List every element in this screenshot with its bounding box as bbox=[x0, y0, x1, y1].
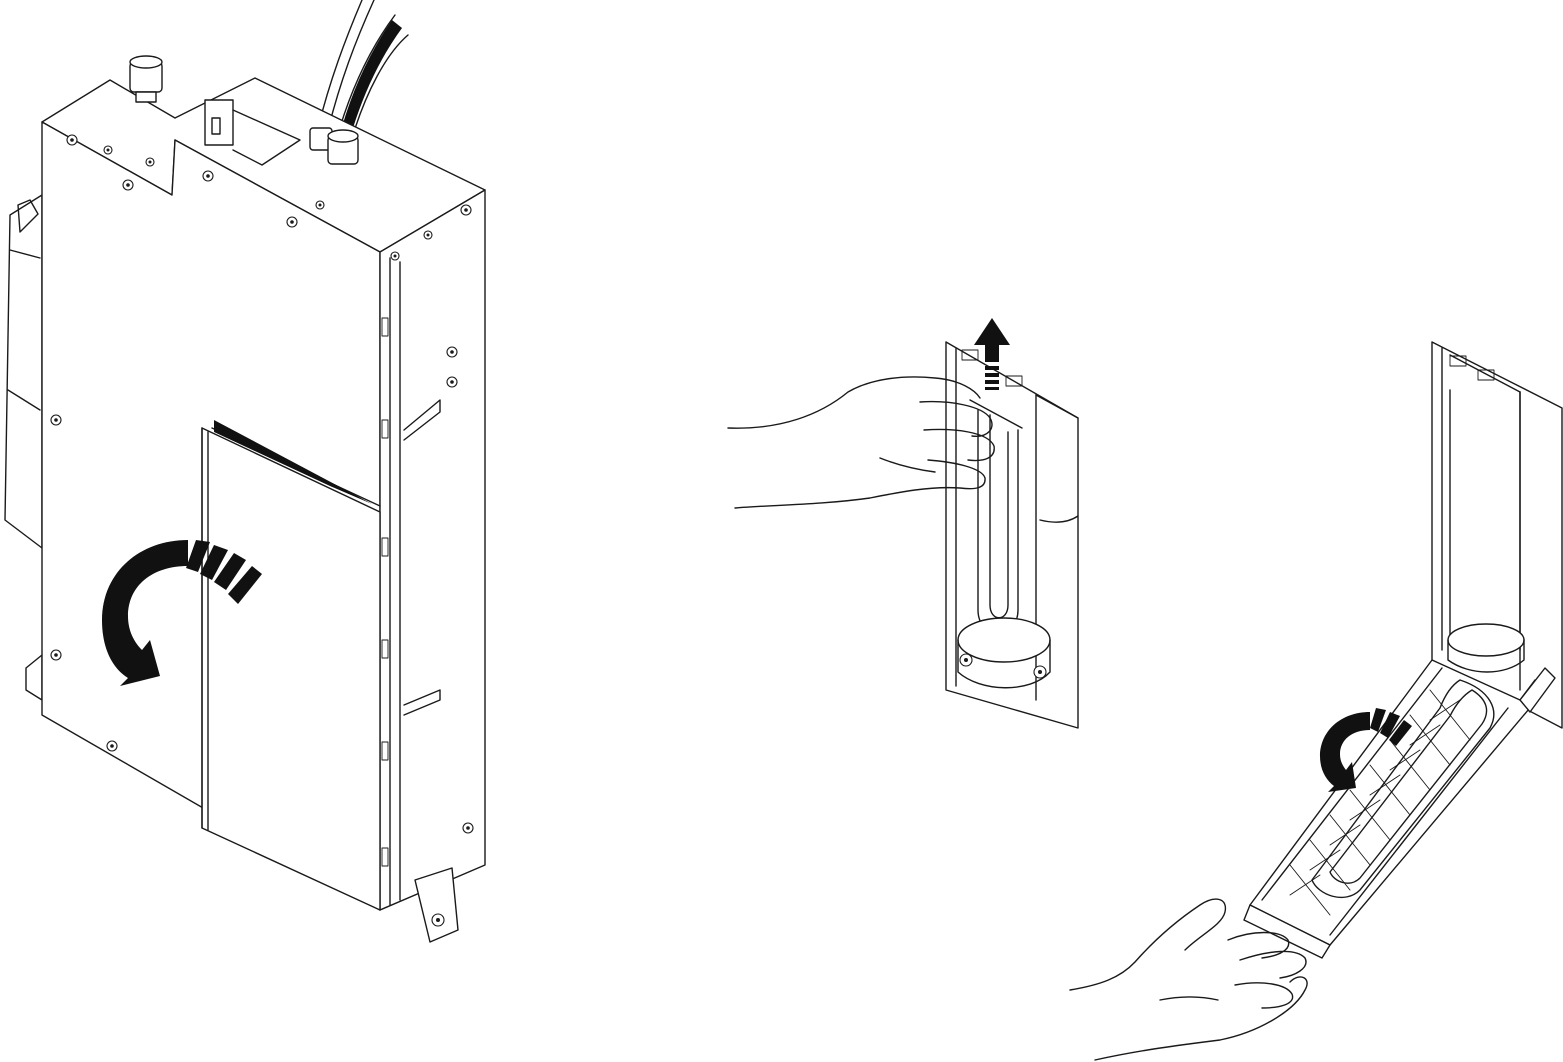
enclosure-side-face bbox=[379, 189, 486, 911]
panel-3-swing-out bbox=[1069, 341, 1563, 1061]
side-bracket-left bbox=[4, 194, 43, 549]
cable-gland bbox=[309, 127, 359, 165]
hand-supporting bbox=[1069, 898, 1308, 1061]
module-base bbox=[957, 617, 1051, 689]
up-arrow-icon bbox=[974, 318, 1010, 390]
front-screws bbox=[50, 134, 298, 752]
side-screws bbox=[315, 200, 474, 834]
front-cover bbox=[201, 427, 381, 911]
cable-bundle bbox=[317, 0, 409, 139]
swing-frame bbox=[1243, 659, 1556, 959]
curved-counterclockwise-arrow-icon bbox=[1320, 708, 1412, 792]
filter-cylinder bbox=[1449, 389, 1521, 651]
curved-clockwise-arrow-icon bbox=[102, 540, 262, 686]
top-connector-left bbox=[129, 55, 163, 103]
mounting-tab-top bbox=[204, 99, 301, 166]
side-slots bbox=[381, 317, 389, 867]
panel-1-enclosure bbox=[4, 0, 486, 943]
mounting-tab-bottom bbox=[414, 867, 459, 943]
hand-pulling bbox=[727, 376, 995, 509]
module-housing bbox=[945, 341, 1079, 729]
panel-2-latch bbox=[727, 318, 1079, 729]
